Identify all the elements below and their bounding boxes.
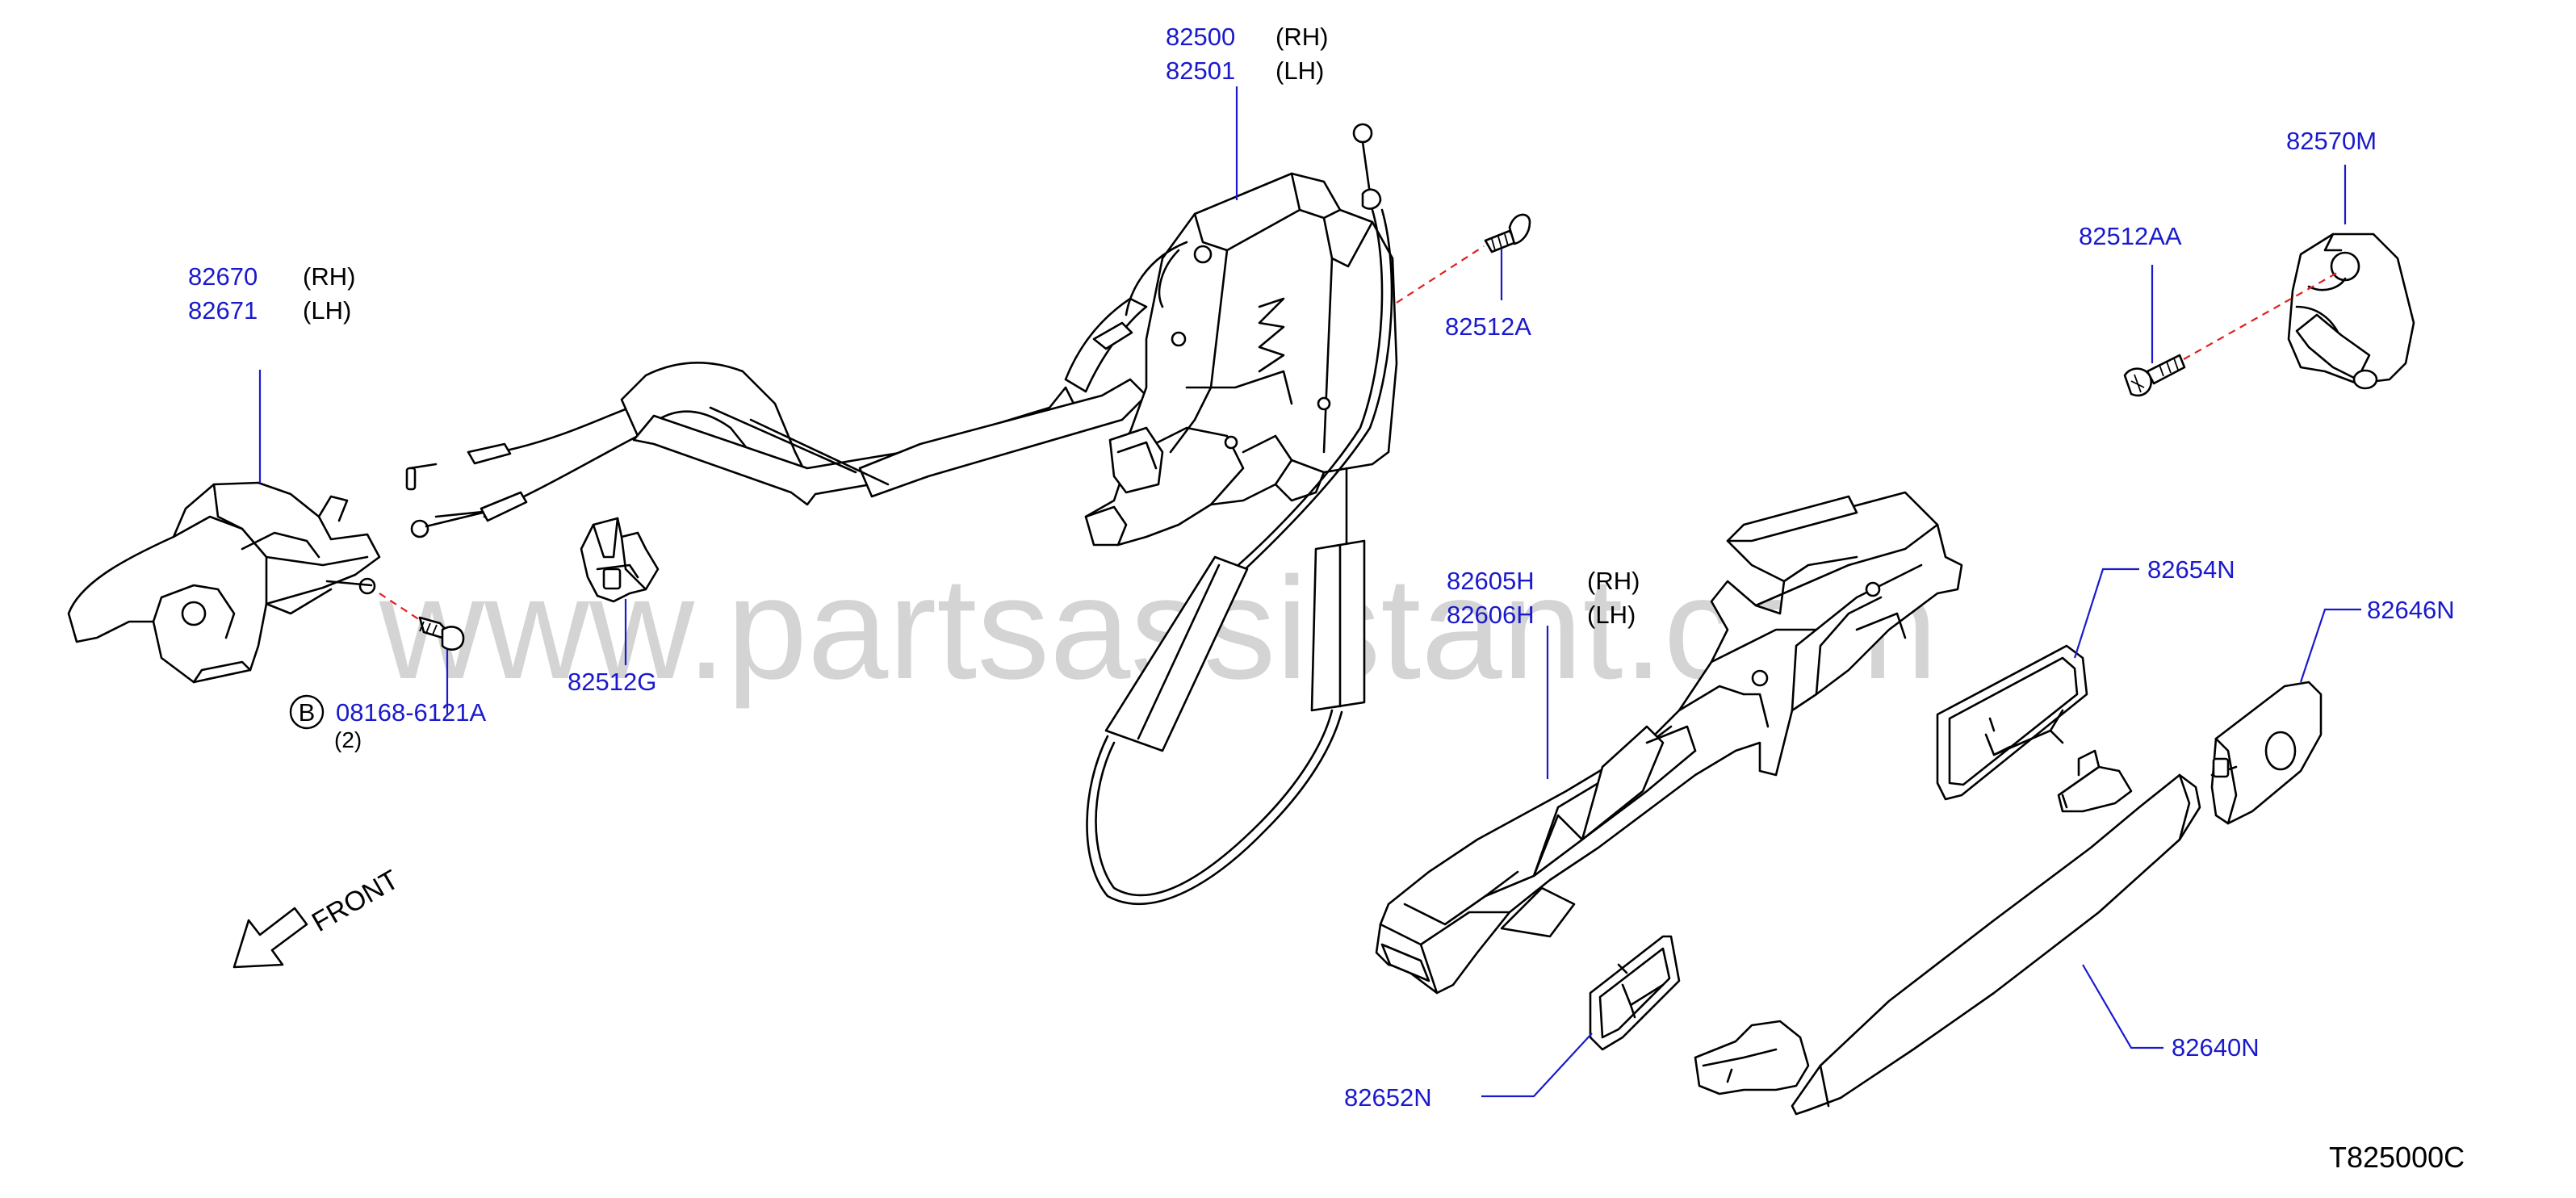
side-label-82670: (RH) — [303, 262, 355, 291]
side-label-82606h: (LH) — [1587, 601, 1636, 629]
diagram-code: T825000C — [2329, 1141, 2465, 1174]
part-number-82512g: 82512G — [568, 668, 656, 696]
part-number-82606h: 82606H — [1447, 601, 1535, 629]
screw-82512aa-alignment-line — [2183, 272, 2338, 360]
callout-82501[interactable]: 82501 (LH) — [1166, 57, 1324, 85]
inside-handle-cables — [405, 297, 1148, 538]
escutcheon-drawing — [2210, 681, 2323, 825]
callout-82512aa[interactable]: 82512AA — [2079, 222, 2182, 250]
callout-82652n[interactable]: 82652N — [1344, 1083, 1432, 1112]
callout-82500[interactable]: 82500 (RH) — [1166, 23, 1328, 51]
callout-82605h[interactable]: 82605H (RH) — [1447, 567, 1640, 595]
part-number-08168-6121a: 08168-6121A — [336, 698, 486, 727]
callout-82570m[interactable]: 82570M — [2286, 127, 2377, 155]
gasket-82654n-drawing — [1936, 644, 2088, 801]
screw-82512a-alignment-line — [1396, 245, 1485, 304]
part-number-82500: 82500 — [1166, 23, 1235, 51]
part-number-82646n: 82646N — [2367, 596, 2455, 624]
striker-drawing — [2287, 232, 2415, 390]
part-number-82512a: 82512A — [1445, 312, 1531, 341]
side-label-82500: (RH) — [1275, 23, 1328, 51]
part-number-82652n: 82652N — [1344, 1083, 1432, 1112]
callout-82512g[interactable]: 82512G — [568, 668, 656, 696]
gasket-82652n-drawing — [1589, 935, 1681, 1051]
side-label-82605h: (RH) — [1587, 567, 1640, 595]
clip-82512g-drawing — [580, 517, 660, 603]
part-number-82570m: 82570M — [2286, 127, 2377, 155]
bolt-marker-circle — [289, 694, 325, 730]
side-label-82501: (LH) — [1275, 57, 1324, 85]
callout-82640n[interactable]: 82640N — [2172, 1033, 2260, 1062]
callout-82606h[interactable]: 82606H (LH) — [1447, 601, 1636, 629]
callout-82646n[interactable]: 82646N — [2367, 596, 2455, 624]
callout-82671[interactable]: 82671 (LH) — [188, 296, 351, 325]
part-number-82654n: 82654N — [2147, 555, 2235, 584]
screw-82512a-drawing — [1484, 213, 1531, 253]
bolt-drawing — [418, 616, 465, 651]
part-number-82640n: 82640N — [2172, 1033, 2260, 1062]
front-label: FRONT — [307, 864, 404, 937]
outside-handle-bracket-drawing — [1375, 491, 1963, 995]
part-number-82671: 82671 — [188, 296, 258, 325]
quantity-08168-6121a: (2) — [334, 727, 362, 752]
bolt-alignment-line — [379, 593, 421, 621]
part-number-82501: 82501 — [1166, 57, 1235, 85]
part-number-82605h: 82605H — [1447, 567, 1535, 595]
callout-82654n[interactable]: 82654N — [2147, 555, 2235, 584]
inside-handle-drawing — [67, 481, 381, 684]
bolt-marker-letter: B — [299, 698, 316, 727]
callout-82512a[interactable]: 82512A — [1445, 312, 1531, 341]
lock-rods-drawing — [1086, 123, 1393, 905]
part-number-82670: 82670 — [188, 262, 258, 291]
door-lock-actuator-drawing — [1084, 172, 1398, 547]
outside-handle-drawing — [1694, 749, 2201, 1116]
part-number-82512aa: 82512AA — [2079, 222, 2182, 250]
screw-82512aa-drawing — [2123, 354, 2186, 397]
front-direction-arrow — [232, 907, 308, 969]
callout-08168-6121a[interactable]: 08168-6121A (2) — [334, 698, 486, 752]
leader-lines — [258, 86, 2361, 1098]
callout-82670[interactable]: 82670 (RH) — [188, 262, 355, 291]
side-label-82671: (LH) — [303, 296, 351, 325]
